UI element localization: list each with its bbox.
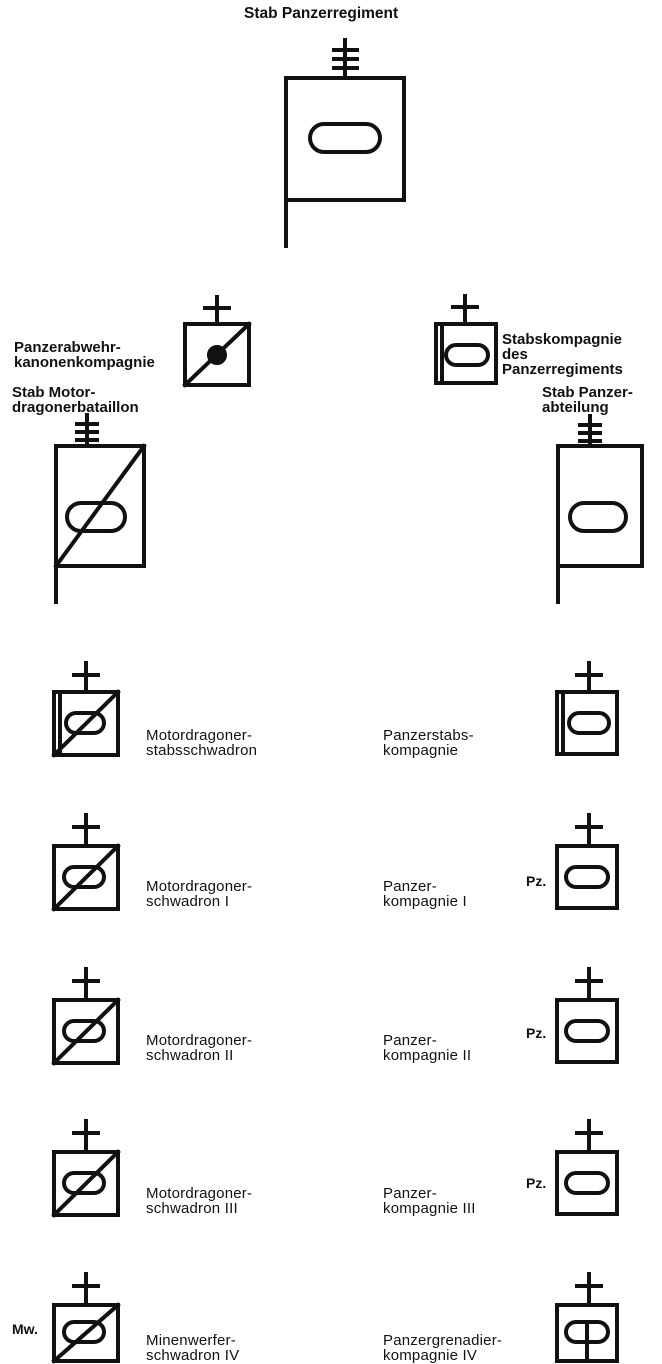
motor-dragoon-squadron-1-symbol <box>51 813 121 912</box>
label-line: Motordragoner- <box>146 878 253 895</box>
label-line: abteilung <box>542 399 609 416</box>
label-line: Stab Motor- <box>12 384 96 401</box>
label-line: Panzer- <box>383 878 437 895</box>
prefix-text: Pz. <box>526 1175 547 1191</box>
page-title: Stab Panzerregiment <box>244 5 399 22</box>
label-line: schwadron I <box>146 893 230 910</box>
label-line: Stab Panzer- <box>542 384 633 401</box>
label-line: Panzerstabs- <box>383 727 474 744</box>
label-line: dragonerbataillon <box>12 399 139 416</box>
label-tank-company-2: Panzer- kompagnie II <box>383 1033 471 1063</box>
label-tank-company-3: Panzer- kompagnie III <box>383 1186 476 1216</box>
label-motor-dragoon-squadron-3: Motordragoner- schwadron III <box>146 1186 252 1216</box>
label-line: Minenwerfer- <box>146 1332 236 1349</box>
label-line: Panzergrenadier- <box>383 1332 503 1349</box>
prefix-text: Pz. <box>526 873 547 889</box>
label-line: kompagnie III <box>383 1200 476 1217</box>
label-motor-dragoon-squadron-1: Motordragoner- schwadron I <box>146 879 252 909</box>
label-line: Panzerabwehr- <box>14 339 121 356</box>
label-tank-staff-company: Panzerstabs- kompagnie <box>383 728 474 758</box>
label-line: kompagnie <box>383 742 459 759</box>
label-antitank-company: Panzerabwehr- kanonenkompagnie <box>14 340 155 370</box>
prefix-mortar-squadron-4: Mw. <box>12 1322 38 1337</box>
motor-dragoon-staff-squadron-symbol <box>51 661 121 758</box>
tank-battalion-staff-symbol <box>556 414 644 604</box>
tank-grenadier-company-4-symbol <box>555 1272 619 1363</box>
tank-company-2-symbol <box>555 967 619 1064</box>
label-line: Stabskompagnie <box>502 331 623 348</box>
label-motor-dragoon-squadron-2: Motordragoner- schwadron II <box>146 1033 252 1063</box>
prefix-tank-company-3: Pz. <box>526 1176 546 1191</box>
label-motor-dragoon-staff-squadron: Motordragoner- stabsschwadron <box>146 728 257 758</box>
label-line: kompagnie I <box>383 893 467 910</box>
label-mortar-squadron-4: Minenwerfer- schwadron IV <box>146 1333 239 1363</box>
label-line: Motordragoner- <box>146 1032 253 1049</box>
antitank-company-symbol <box>182 295 252 388</box>
label-line: des <box>502 346 528 363</box>
motor-dragoon-squadron-3-symbol <box>51 1119 121 1218</box>
prefix-text: Mw. <box>12 1321 38 1337</box>
label-line: kanonenkompagnie <box>14 354 155 371</box>
regiment-staff-company-symbol <box>434 294 498 385</box>
label-line: schwadron IV <box>146 1347 240 1364</box>
label-line: schwadron II <box>146 1047 234 1064</box>
motor-dragoon-battalion-staff-symbol <box>53 413 147 604</box>
motor-dragoon-squadron-2-symbol <box>51 967 121 1066</box>
label-line: Panzer- <box>383 1185 437 1202</box>
label-line: stabsschwadron <box>146 742 258 759</box>
regiment-staff-symbol <box>284 38 406 248</box>
label-line: Panzerregiments <box>502 361 623 378</box>
prefix-tank-company-2: Pz. <box>526 1026 546 1041</box>
label-line: Motordragoner- <box>146 1185 253 1202</box>
tank-company-3-symbol <box>555 1119 619 1216</box>
label-line: schwadron III <box>146 1200 238 1217</box>
tank-staff-company-symbol <box>555 661 619 756</box>
label-line: kompagnie IV <box>383 1347 478 1364</box>
label-line: Panzer- <box>383 1032 437 1049</box>
label-line: Motordragoner- <box>146 727 253 744</box>
prefix-text: Pz. <box>526 1025 547 1041</box>
label-line: kompagnie II <box>383 1047 472 1064</box>
page-title-text: Stab Panzerregiment <box>244 5 399 22</box>
mortar-squadron-4-symbol <box>51 1272 121 1364</box>
tank-company-1-symbol <box>555 813 619 910</box>
label-motor-dragoon-battalion-staff: Stab Motor- dragonerbataillon <box>12 385 139 415</box>
label-regiment-staff-company: Stabskompagnie des Panzerregiments <box>502 332 623 377</box>
prefix-tank-company-1: Pz. <box>526 874 546 889</box>
label-tank-company-1: Panzer- kompagnie I <box>383 879 467 909</box>
label-tank-battalion-staff: Stab Panzer- abteilung <box>542 385 633 415</box>
label-tank-grenadier-company-4: Panzergrenadier- kompagnie IV <box>383 1333 502 1363</box>
